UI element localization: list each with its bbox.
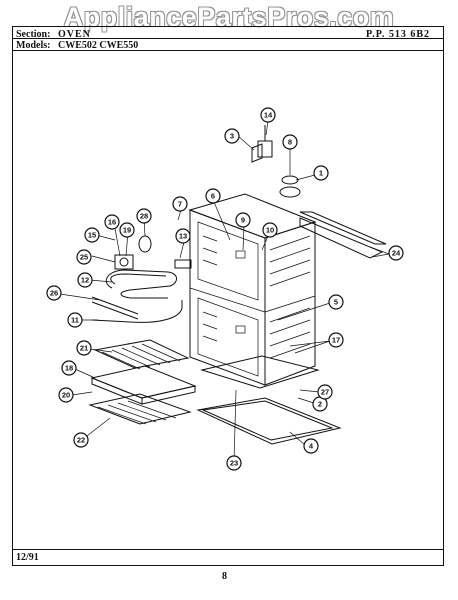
svg-text:10: 10 (266, 226, 274, 235)
callout-23: 23 (226, 455, 242, 471)
callout-26: 26 (46, 285, 62, 301)
svg-text:20: 20 (62, 391, 70, 400)
callout-19: 19 (119, 222, 135, 238)
header-rule (12, 38, 444, 39)
callout-21: 21 (76, 340, 92, 356)
revision-date: 12/91 (16, 552, 39, 563)
svg-text:17: 17 (332, 336, 340, 345)
callout-4: 4 (303, 438, 319, 454)
callout-5: 5 (328, 294, 344, 310)
callout-6: 6 (205, 188, 221, 204)
svg-text:24: 24 (392, 249, 401, 258)
callout-22: 22 (73, 432, 89, 448)
svg-text:16: 16 (108, 218, 116, 227)
callout-15: 15 (84, 227, 100, 243)
svg-text:26: 26 (50, 289, 58, 298)
callout-10: 10 (262, 222, 278, 238)
svg-text:27: 27 (321, 388, 329, 397)
svg-text:15: 15 (88, 231, 96, 240)
callout-1: 1 (313, 165, 329, 181)
callout-27: 27 (317, 384, 333, 400)
callout-24: 24 (388, 245, 404, 261)
svg-text:7: 7 (178, 200, 182, 209)
page-number: 8 (222, 571, 227, 582)
callout-17: 17 (328, 332, 344, 348)
diagram-frame (12, 26, 444, 566)
svg-text:19: 19 (123, 226, 131, 235)
callout-8: 8 (282, 134, 298, 150)
watermark: AppliancePartsPros.com (63, 2, 395, 32)
svg-text:2: 2 (318, 400, 322, 409)
svg-text:1: 1 (319, 169, 323, 178)
broil-pan (90, 365, 197, 405)
header-rule-lower (12, 50, 444, 51)
callout-9: 9 (235, 212, 251, 228)
models-value: CWE502 CWE550 (58, 40, 139, 51)
callout-13: 13 (175, 228, 191, 244)
side-trim (299, 211, 387, 245)
page-code: P.P. 513 6B2 (366, 29, 431, 40)
callout-14: 14 (260, 107, 276, 123)
callout-11: 11 (67, 312, 83, 328)
oven-rack-upper (93, 339, 190, 370)
svg-text:6: 6 (211, 192, 215, 201)
thermostat-assembly (251, 125, 301, 198)
broil-element (91, 235, 192, 320)
callout-20: 20 (58, 387, 74, 403)
bake-element (91, 300, 183, 323)
svg-text:28: 28 (140, 212, 148, 221)
callout-28: 28 (136, 208, 152, 224)
svg-text:14: 14 (264, 111, 273, 120)
section-label: Section: (16, 29, 51, 40)
side-trim-lower (299, 217, 384, 259)
callout-25: 25 (76, 249, 92, 265)
callout-16: 16 (104, 214, 120, 230)
models-label: Models: (16, 40, 51, 51)
oven-bottom (196, 355, 342, 445)
svg-text:13: 13 (179, 232, 187, 241)
callout-3: 3 (224, 128, 240, 144)
oven-cabinet (188, 193, 317, 386)
section-value: OVEN (58, 29, 91, 40)
callout-7: 7 (172, 196, 188, 212)
footer-rule (12, 549, 444, 550)
svg-text:18: 18 (65, 364, 73, 373)
svg-text:22: 22 (77, 436, 85, 445)
callout-12: 12 (77, 272, 93, 288)
svg-text:23: 23 (230, 459, 238, 468)
svg-text:4: 4 (309, 442, 314, 451)
svg-text:3: 3 (230, 132, 234, 141)
svg-text:12: 12 (81, 276, 89, 285)
svg-text:11: 11 (71, 316, 79, 325)
svg-text:8: 8 (288, 138, 292, 147)
svg-text:21: 21 (80, 344, 88, 353)
svg-text:5: 5 (334, 298, 338, 307)
callout-18: 18 (61, 360, 77, 376)
svg-text:25: 25 (80, 253, 88, 262)
svg-text:9: 9 (241, 216, 245, 225)
oven-rack-lower (88, 393, 192, 425)
